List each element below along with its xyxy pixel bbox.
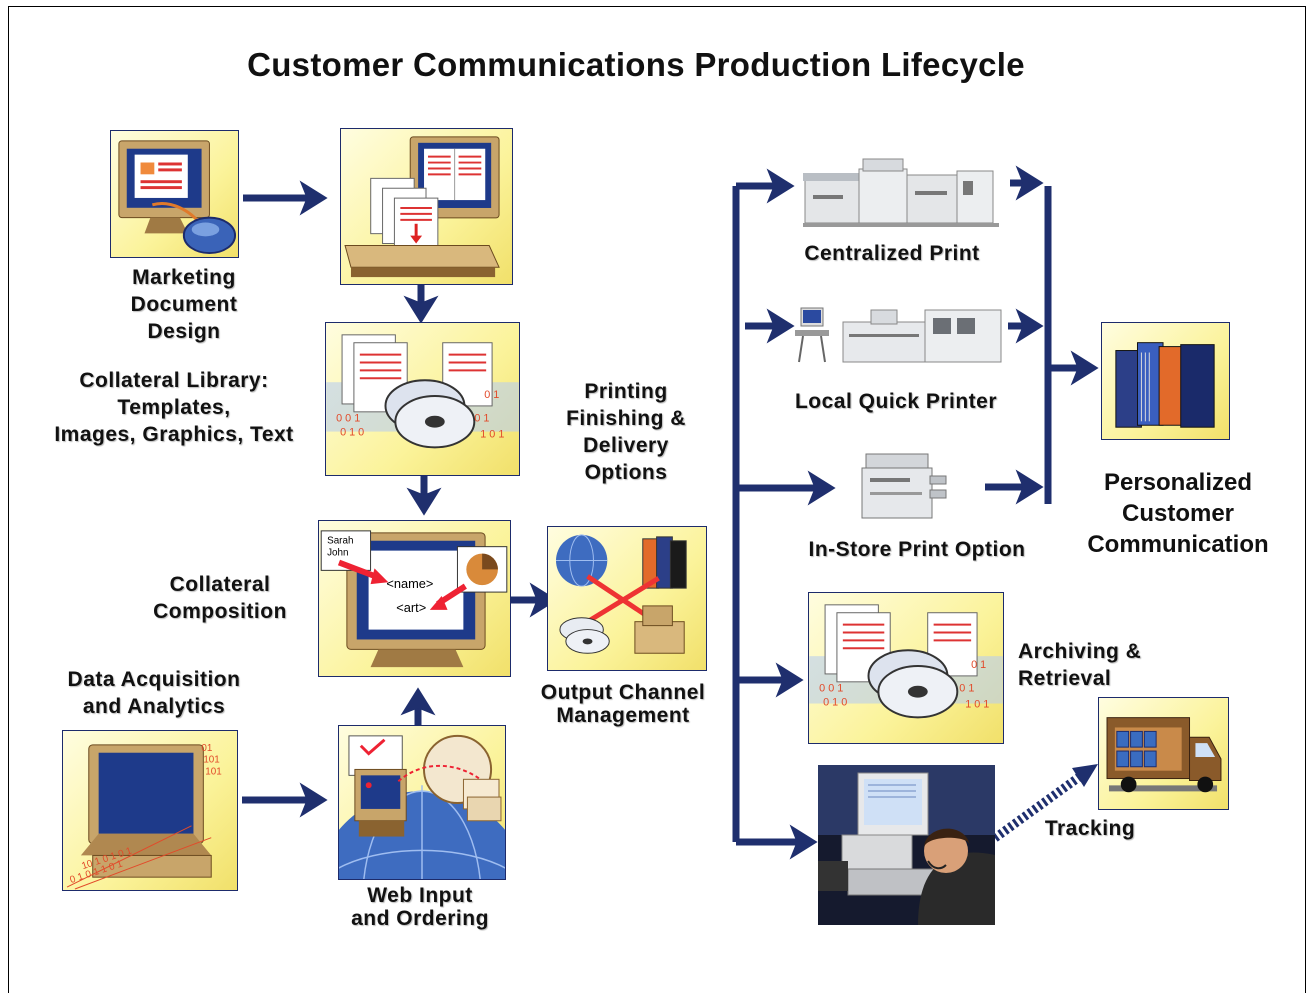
svg-text:0 1: 0 1 (474, 413, 489, 425)
collateral-composition-label: Collateral Composition (153, 573, 287, 623)
in-store-print-illustration (852, 450, 948, 522)
in-store-print-label: In-Store Print Option (808, 538, 1026, 561)
tracking-label: Tracking (1044, 817, 1136, 840)
composition-name-sarah: Sarah (327, 536, 353, 547)
diagram-frame (8, 6, 1306, 993)
composition-field-art: <art> (396, 600, 426, 615)
tracking-truck-illustration (1098, 697, 1229, 810)
svg-text:01: 01 (201, 743, 212, 754)
document-layout-illustration (340, 128, 513, 285)
svg-text:0 1: 0 1 (959, 683, 974, 695)
svg-text:1 0 1: 1 0 1 (965, 698, 989, 710)
svg-text:0 1 0: 0 1 0 (340, 427, 364, 439)
call-center-agent-illustration (818, 765, 995, 925)
marketing-design-illustration (110, 130, 239, 258)
marketing-design-label: Marketing Document Design (130, 266, 238, 343)
composition-name-john: John (327, 548, 348, 559)
output-channel-illustration (547, 526, 707, 671)
web-input-illustration (338, 725, 506, 880)
printing-options-label: Printing Finishing & Delivery Options (566, 380, 686, 484)
local-quick-printer-label: Local Quick Printer (794, 390, 998, 413)
collateral-composition-illustration: Sarah John <name> <art> (318, 520, 511, 677)
svg-text:101: 101 (205, 766, 221, 777)
collateral-library-label: Collateral Library: Templates, Images, G… (54, 369, 294, 446)
svg-text:0 1 0: 0 1 0 (823, 697, 847, 709)
svg-text:0 1: 0 1 (971, 659, 986, 671)
output-channel-label: Output Channel Management (540, 681, 706, 727)
personalized-label: Personalized Customer Communication (1087, 469, 1269, 558)
centralized-print-illustration (803, 155, 999, 230)
svg-text:101: 101 (203, 755, 219, 766)
personalized-books-illustration (1101, 322, 1230, 440)
collateral-library-illustration: 0 0 1 0 1 0 0 1 1 0 1 0 1 (325, 322, 520, 476)
svg-text:0 0 1: 0 0 1 (336, 413, 360, 425)
archiving-illustration: 0 0 1 0 1 0 0 1 1 0 1 0 1 (808, 592, 1004, 744)
centralized-print-label: Centralized Print (804, 242, 980, 265)
data-acquisition-label: Data Acquisition and Analytics (67, 668, 241, 718)
svg-text:0 1: 0 1 (484, 389, 499, 401)
archiving-label: Archiving & Retrieval (1018, 640, 1142, 690)
diagram-title: Customer Communications Production Lifec… (247, 46, 1025, 83)
svg-text:0 0 1: 0 0 1 (819, 683, 843, 695)
svg-text:1 0 1: 1 0 1 (480, 428, 504, 440)
local-quick-printer-illustration (793, 300, 1003, 368)
composition-field-name: <name> (386, 576, 433, 591)
web-input-label: Web Input and Ordering (351, 884, 489, 930)
